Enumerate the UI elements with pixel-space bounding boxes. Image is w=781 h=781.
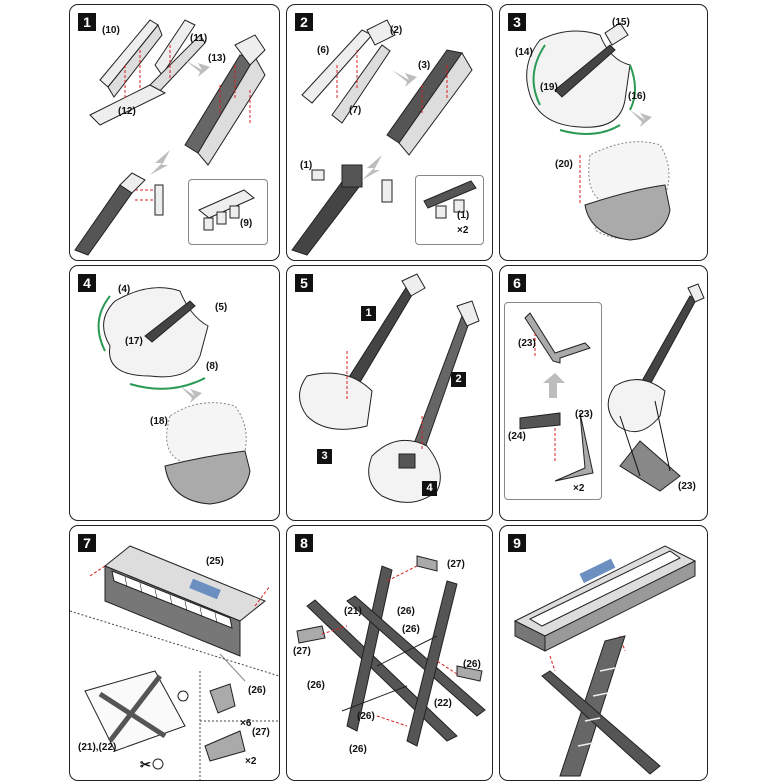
quantity-label: ×2: [457, 225, 469, 236]
guitar-final-assembly-illustration: [299, 273, 480, 503]
step-ref-marker: 4: [422, 481, 437, 496]
part-label: (6): [317, 45, 330, 56]
part-label: (1): [300, 160, 313, 171]
detail-inset: [188, 179, 268, 245]
part-label: (9): [240, 218, 253, 229]
part-label: (23): [678, 481, 696, 492]
neck-assembly-illustration: [291, 19, 473, 256]
step-number: 5: [295, 274, 313, 292]
part-label: (27): [293, 646, 311, 657]
part-label: (2): [390, 25, 403, 36]
part-label: (21): [344, 606, 362, 617]
part-label: (26): [307, 680, 325, 691]
step-number: 4: [78, 274, 96, 292]
neck-assembly-illustration: [74, 19, 266, 256]
step-ref-marker: 1: [361, 306, 376, 321]
part-label: (16): [628, 91, 646, 102]
scissors-icon: ✂: [140, 757, 151, 772]
detail-inset: [415, 175, 484, 245]
step-ref-marker: 3: [317, 449, 332, 464]
step-8-panel: 8 (27) (21) (26) (26) (27) (26) (26) (26…: [286, 525, 493, 781]
step-number: 1: [78, 13, 96, 31]
part-label: (4): [118, 284, 131, 295]
part-label: (25): [206, 556, 224, 567]
stand-parts-detail: [519, 312, 594, 482]
step-2-panel: 2 (2) (6) (3) (7) (1) (1) ×2: [286, 4, 493, 261]
tuner-pegs-detail: [198, 189, 255, 231]
part-label: (23): [518, 338, 536, 349]
step-6-panel: 6 (23) (23) (24) ×2 (23): [499, 265, 708, 521]
tuner-detail: [423, 180, 477, 219]
step-9-panel: 9: [499, 525, 708, 781]
part-label: (18): [150, 416, 168, 427]
part-label: (27): [252, 727, 270, 738]
step-number: 3: [508, 13, 526, 31]
part-label: (11): [190, 33, 208, 44]
stand-frame-assembly-illustration: [296, 555, 486, 747]
part-label: (10): [102, 25, 120, 36]
part-label: (26): [463, 659, 481, 670]
step-ref-marker: 2: [451, 372, 466, 387]
quantity-label: ×2: [245, 756, 257, 767]
part-label: (26): [349, 744, 367, 755]
part-label: (26): [357, 711, 375, 722]
step-number: 9: [508, 534, 526, 552]
part-label: (8): [206, 361, 219, 372]
part-label: (19): [540, 82, 558, 93]
step-number: 2: [295, 13, 313, 31]
step-5-panel: 5 1 2 3 4: [286, 265, 493, 521]
keyboard-on-stand-illustration: [513, 545, 697, 777]
part-label: (15): [612, 17, 630, 28]
part-label: (27): [447, 559, 465, 570]
stand-detail-inset: [504, 302, 602, 500]
part-label: (17): [125, 336, 143, 347]
step-number: 7: [78, 534, 96, 552]
part-label: (7): [349, 105, 362, 116]
bass-body-assembly-illustration: [526, 22, 671, 241]
step-number: 6: [508, 274, 526, 292]
part-label: (23): [575, 409, 593, 420]
part-label: (14): [515, 47, 533, 58]
part-label: (1): [457, 210, 470, 221]
quantity-label: ×2: [573, 483, 585, 494]
step-3-panel: 3 (15) (14) (19) (16) (20): [499, 4, 708, 261]
part-label: (20): [555, 159, 573, 170]
keyboard-assembly-illustration: [70, 545, 279, 780]
part-label: (13): [208, 53, 226, 64]
guitar-body-assembly-illustration: [97, 287, 251, 505]
step-7-panel: 7 (25) (26) ×6 (27) ×2 (21),(22) ✂: [69, 525, 280, 781]
guitar-on-stand-illustration: [607, 283, 705, 492]
quantity-label: ×6: [240, 718, 252, 729]
part-label: (21),(22): [78, 742, 117, 753]
part-label: (12): [118, 106, 136, 117]
part-label: (3): [418, 60, 431, 71]
part-label: (26): [402, 624, 420, 635]
part-label: (5): [215, 302, 228, 313]
step-4-panel: 4 (4) (5) (17) (8) (18): [69, 265, 280, 521]
part-label: (24): [508, 431, 526, 442]
step-1-panel: 1 (10) (11) (13) (12): [69, 4, 280, 261]
part-label: (26): [248, 685, 266, 696]
step-number: 8: [295, 534, 313, 552]
part-label: (22): [434, 698, 452, 709]
part-label: (26): [397, 606, 415, 617]
